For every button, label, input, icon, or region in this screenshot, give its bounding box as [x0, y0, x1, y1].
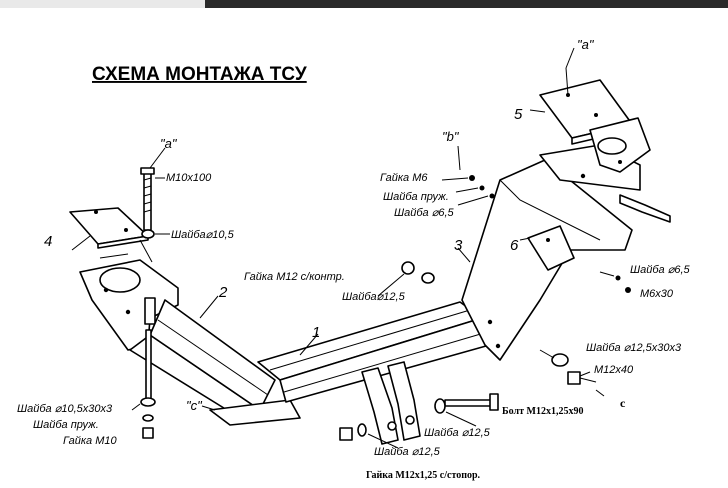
label-m6x30: M6x30 [640, 288, 674, 300]
washer-12-5-bot [357, 423, 367, 437]
diagram-title: СХЕМА МОНТАЖА ТСУ [92, 64, 307, 85]
bolt-shaft-left [145, 329, 152, 401]
washer-12-5-low [434, 398, 446, 414]
label-washer-12-5-mid: Шайба⌀12,5 [342, 291, 406, 303]
nut-m6 [469, 175, 475, 181]
washer-12-5x30x3 [551, 353, 569, 367]
label-m12x40: M12x40 [594, 364, 634, 376]
right-bracket-plate [539, 79, 671, 223]
washer-12-5-mid [421, 272, 435, 284]
label-washer-spring-right: Шайба пруж. [383, 191, 449, 203]
ref-c-quoted: "c" [186, 398, 203, 413]
label-washer-6-5-a: Шайба ⌀6,5 [394, 207, 455, 219]
nut-m10 [142, 427, 154, 439]
label-nut-m12-stop: Гайка M12x1,25 с/стопор. [366, 470, 481, 481]
label-washer-12-5x30x3: Шайба ⌀12,5x30x3 [586, 342, 682, 354]
label-washer-6-5-b: Шайба ⌀6,5 [630, 264, 691, 276]
leader-lines [71, 47, 615, 449]
label-washer-12-5-bot: Шайба ⌀12,5 [374, 446, 441, 458]
bolt-m6x30 [625, 287, 631, 293]
washer-10-5 [141, 229, 155, 239]
part-number-1: 1 [312, 324, 320, 341]
washer-6-5-upper [489, 193, 495, 199]
label-bolt-m12: Болт M12x1,25x90 [502, 406, 583, 417]
bolt-m12x1-25x90 [444, 393, 499, 411]
label-washer-12-5-low: Шайба ⌀12,5 [424, 427, 491, 439]
part-number-2: 2 [218, 284, 228, 301]
washer-spring-right [479, 185, 485, 191]
top-border [0, 0, 728, 8]
small-bracket [527, 225, 575, 271]
part-number-5: 5 [514, 106, 523, 123]
part-number-3: 3 [454, 237, 463, 254]
label-nut-m10: Гайка M10 [63, 435, 118, 447]
label-m10x100: M10x100 [166, 172, 212, 184]
left-bracket-plate [69, 207, 179, 351]
nut-m12-lock [401, 261, 415, 275]
part-number-6: 6 [510, 237, 519, 254]
part-number-4: 4 [44, 233, 52, 250]
top-border-light [0, 0, 205, 8]
tow-ball-mount [361, 361, 421, 445]
ref-c-plain: c [620, 396, 626, 410]
washer-10-5x30x3 [140, 397, 156, 407]
label-nut-m6: Гайка М6 [380, 172, 428, 184]
label-washer-10-5x30x3: Шайба ⌀10,5x30x3 [17, 403, 113, 415]
bolt-m12x40 [567, 371, 597, 385]
washer-6-5-lower [615, 275, 621, 281]
nut-m12-stop [339, 427, 353, 441]
label-washer-spring-left: Шайба пруж. [33, 419, 99, 431]
bolt-m10x100 [140, 167, 155, 231]
ref-b: "b" [442, 129, 460, 144]
washer-spring-left [142, 414, 154, 422]
label-nut-m12-lock: Гайка М12 с/контр. [244, 271, 345, 283]
left-side-beam [129, 299, 301, 426]
label-washer-10-5: Шайба⌀10,5 [171, 229, 235, 241]
ref-a-right: "a" [577, 37, 595, 52]
ref-a-left: "a" [160, 136, 178, 151]
